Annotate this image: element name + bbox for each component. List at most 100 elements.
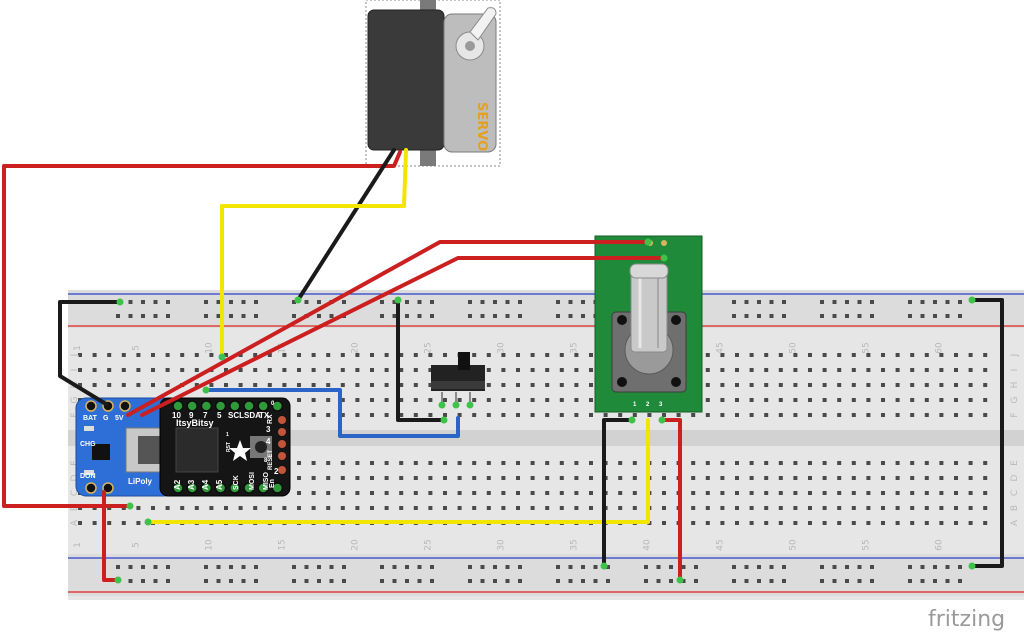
breadboard-row-letter: B: [1010, 505, 1020, 511]
breadboard-column-number: 50: [788, 342, 798, 354]
breadboard-row-letter: A: [1010, 519, 1020, 526]
itsybitsy-label-1: 1: [226, 432, 229, 438]
itsybitsy-label-8: 8: [264, 458, 268, 464]
itsybitsy-label-3: 3: [266, 425, 271, 434]
wire-yellow-pot-signal[interactable]: [146, 418, 650, 524]
breadboard-row-letter: H: [1010, 382, 1020, 389]
wire-red-servo-power[interactable]: [2, 150, 402, 508]
breadboard-column-number: 50: [788, 539, 798, 551]
fritzing-logo: fritzing: [928, 607, 1005, 632]
itsybitsy-pin-miso: MISO: [263, 472, 270, 490]
itsybitsy-label-4: 4: [266, 437, 271, 446]
slide-switch[interactable]: [431, 352, 485, 409]
lipoly-label-bat: BAT: [83, 415, 98, 422]
wire-red-pot-right[interactable]: [660, 418, 682, 582]
itsybitsy-label-reset: RESET: [268, 450, 274, 470]
breadboard-column-number: 10: [204, 539, 214, 551]
lipoly-label-name: LiPoly: [128, 477, 153, 486]
breadboard-column-number: 60: [934, 342, 944, 354]
breadboard-row-letter: I: [1010, 369, 1020, 372]
breadboard-row-letter: C: [1010, 490, 1020, 496]
breadboard-column-number: 60: [934, 539, 944, 551]
itsybitsy-pin-headers: [172, 400, 286, 494]
itsybitsy-label-en: En: [269, 479, 276, 488]
wire-black-servo-ground[interactable]: [296, 148, 396, 302]
wire-red-lipoly-bottom[interactable]: [102, 490, 120, 582]
breadboard-column-number: 15: [277, 342, 287, 353]
wire-black-pot-ground[interactable]: [602, 418, 634, 568]
wire-black-left-ground[interactable]: [58, 300, 122, 406]
breadboard-column-number: 40: [642, 539, 652, 551]
itsybitsy-pin-rx: RX: [267, 414, 274, 424]
breadboard-column-number: 45: [715, 539, 725, 550]
breadboard-row-letter: G: [1010, 396, 1020, 403]
lipoly-label-chg: CHG: [80, 441, 96, 448]
servo-motor[interactable]: SERVO: [365, 0, 501, 167]
breadboard-column-number: 5: [131, 345, 141, 351]
itsybitsy-pin-sck: SCK: [233, 475, 240, 490]
itsybitsy-pin-a3: A3: [187, 479, 196, 490]
itsybitsy-pin-7: 7: [203, 411, 208, 420]
rotary-potentiometer[interactable]: 1 2 3: [594, 235, 703, 413]
itsybitsy-pin-mosi: MOSI: [249, 472, 256, 490]
breadboard-row-letter: J: [1010, 354, 1020, 358]
breadboard-column-number: 35: [569, 539, 579, 550]
pot-pin-3: 3: [659, 402, 663, 408]
breadboard-column-number: 10: [204, 342, 214, 354]
breadboard-column-number: 25: [423, 539, 433, 550]
breadboard-column-number: 30: [496, 539, 506, 551]
breadboard-row-letter: J: [70, 354, 80, 358]
itsybitsy-name: ItsyBitsy: [176, 418, 214, 428]
itsybitsy-pin-a2: A2: [173, 479, 182, 490]
lipoly-backpack[interactable]: BAT G 5V CHG DON LiPoly: [75, 397, 175, 497]
breadboard-column-number: 55: [861, 342, 871, 353]
itsybitsy-pin-sda: SDA: [244, 411, 261, 420]
breadboard-row-letter: F: [1010, 412, 1020, 417]
itsybitsy-pin-tx: TX: [259, 411, 270, 420]
breadboard-column-number: 1: [73, 542, 83, 548]
wires: [2, 148, 1004, 582]
lipoly-label-5v: 5V: [115, 415, 124, 422]
wire-red-pot-power-a[interactable]: [126, 240, 650, 417]
breadboard-row-letter: G: [70, 396, 80, 403]
itsybitsy-pin-scl: SCL: [228, 411, 244, 420]
pot-pin-1: 1: [633, 402, 637, 408]
itsybitsy-label-rst: RST: [226, 442, 232, 452]
wire-yellow-servo-signal[interactable]: [220, 148, 408, 359]
wire-blue-switch[interactable]: [204, 388, 460, 438]
itsybitsy-pin-5: 5: [217, 411, 222, 420]
itsybitsy-pin-9: 9: [189, 411, 194, 420]
breadboard-row-letter: A: [70, 519, 80, 526]
breadboard-row-letter: I: [70, 369, 80, 372]
itsybitsy-pin-10: 10: [172, 411, 181, 420]
breadboard-column-number: 1: [73, 345, 83, 351]
breadboard-column-number: 55: [861, 539, 871, 550]
breadboard-row-letter: D: [1010, 474, 1020, 481]
breadboard-column-number: 35: [569, 342, 579, 353]
lipoly-label-g: G: [103, 415, 109, 422]
breadboard-column-number: 25: [423, 342, 433, 353]
breadboard-row-letter: E: [70, 460, 80, 466]
itsybitsy-label-0: 0: [271, 401, 275, 407]
breadboard-column-number: 20: [350, 342, 360, 354]
breadboard-row-letter: D: [70, 474, 80, 481]
breadboard-column-number: 45: [715, 342, 725, 353]
itsybitsy-pin-a5: A5: [215, 479, 224, 490]
wire-black-right-rail[interactable]: [970, 298, 1004, 568]
wire-black-switch-ground[interactable]: [396, 298, 446, 422]
breadboard-row-letter: F: [70, 412, 80, 417]
lipoly-label-don: DON: [80, 473, 96, 480]
breadboard-row-letter: C: [70, 490, 80, 496]
breadboard-column-number: 20: [350, 539, 360, 551]
breadboard-column-number: 5: [131, 542, 141, 548]
pot-pin-2: 2: [646, 402, 650, 408]
itsybitsy-star-logo: [229, 440, 251, 461]
itsybitsy-pin-a4: A4: [201, 479, 210, 490]
wire-red-pot-power-b[interactable]: [140, 256, 666, 417]
breadboard-row-letter: E: [1010, 460, 1020, 466]
itsybitsy-board[interactable]: ItsyBitsy 10 9 7 5 SCL SDA TX RX A2 A3 A…: [159, 397, 291, 497]
breadboard: 1155101015152020252530303535404045455050…: [68, 290, 1024, 600]
wire-endpoints: [114, 238, 976, 584]
servo-label: SERVO: [474, 102, 489, 151]
